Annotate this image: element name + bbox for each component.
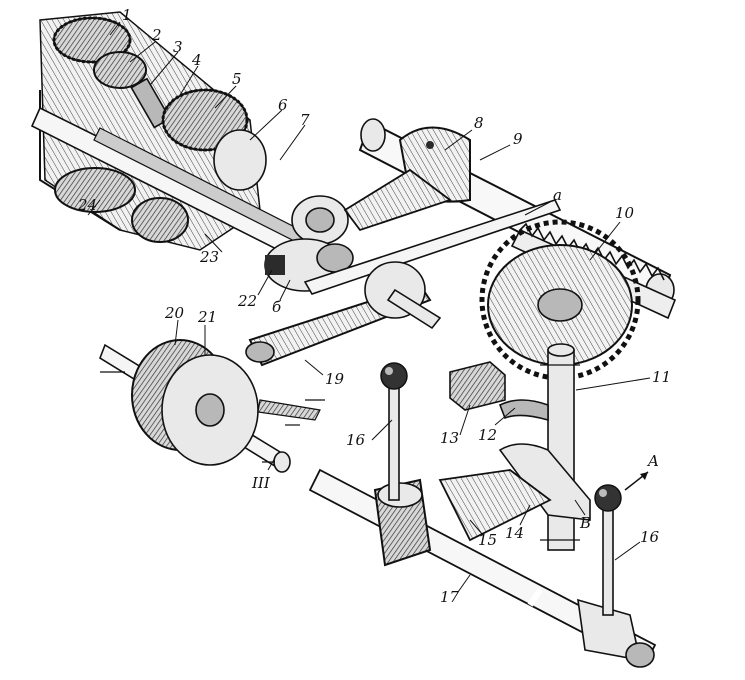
- hub-left: [373, 478, 432, 567]
- gear-2: [93, 51, 147, 89]
- label-20: 20: [164, 304, 185, 322]
- block-13: [449, 361, 506, 411]
- label-16-right: 16: [640, 528, 660, 546]
- leader-lines: [87, 21, 651, 593]
- handle-16-right: [594, 484, 622, 616]
- label-19: 19: [325, 370, 345, 388]
- label-22: 22: [237, 292, 257, 310]
- label-III: III: [251, 474, 271, 492]
- label-a: a: [553, 186, 562, 204]
- arrow-A: [624, 471, 649, 491]
- gear-6: [213, 129, 267, 191]
- label-3: 3: [173, 38, 183, 56]
- callout-labels: 1 2 3 4 5 6 7 8 9 a 10 11 12 13 14 15 16…: [77, 6, 671, 606]
- label-b: б: [272, 298, 282, 316]
- label-6: 6: [278, 96, 288, 114]
- label-8: 8: [474, 114, 484, 132]
- gear-24: [54, 167, 189, 243]
- label-11: 11: [652, 368, 671, 386]
- hub-right: [577, 598, 655, 668]
- linkage-bracket: [257, 399, 325, 426]
- label-2: 2: [151, 26, 162, 44]
- label-15: 15: [478, 531, 497, 549]
- label-14: 14: [505, 524, 524, 542]
- label-10: 10: [615, 204, 635, 222]
- label-5: 5: [232, 70, 242, 88]
- label-13: 13: [440, 429, 459, 447]
- label-9: 9: [513, 130, 523, 148]
- rod-a: [303, 199, 562, 295]
- drum-20-21: [131, 339, 259, 466]
- label-16-left: 16: [346, 431, 366, 449]
- label-4: 4: [191, 51, 202, 69]
- label-17: 17: [440, 588, 460, 606]
- label-24: 24: [77, 196, 97, 214]
- label-12: 12: [478, 426, 497, 444]
- label-7: 7: [300, 111, 310, 129]
- label-21: 21: [197, 308, 217, 326]
- gear-1: [52, 16, 132, 64]
- label-A: A: [646, 452, 659, 470]
- arm-14: [438, 443, 591, 542]
- bracket-8: [343, 126, 471, 232]
- cam-12: [498, 399, 549, 422]
- label-1: 1: [122, 6, 132, 24]
- handle-16-left: [380, 362, 408, 501]
- label-B: B: [579, 514, 591, 532]
- label-23: 23: [199, 248, 219, 266]
- rocker-arm-19: [245, 261, 442, 367]
